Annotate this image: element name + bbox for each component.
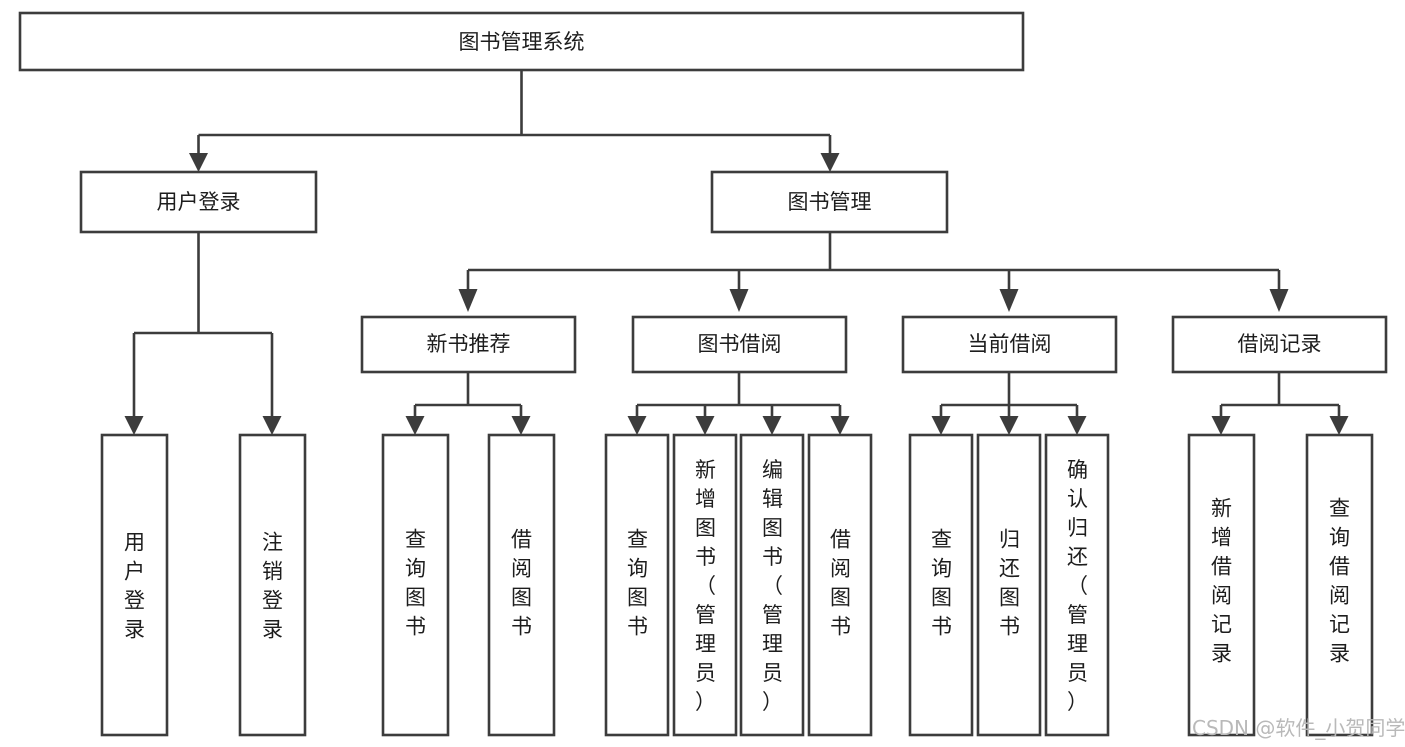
leaf-current-borrow-2-label: 归还图书: [999, 528, 1020, 639]
arrow-record-leaf-1: [1211, 416, 1231, 435]
leaf-new-book-2[interactable]: 借阅图书: [487, 433, 556, 737]
arrow-userlogin-leaf-2: [262, 416, 282, 435]
node-book-manage-label: 图书管理: [788, 190, 872, 214]
node-book-manage-box[interactable]: [710, 170, 949, 234]
leaf-current-borrow-1-label: 查询图书: [931, 528, 952, 639]
node-book-borrow-box[interactable]: [631, 315, 848, 374]
leaf-book-borrow-2-label: 新增图书（管理员）: [695, 458, 716, 714]
node-root[interactable]: 图书管理系统: [18, 11, 1025, 72]
arrow-borrow-leaf-3: [762, 416, 782, 435]
leaf-book-borrow-3-box[interactable]: [739, 433, 805, 737]
leaf-user-login-1-box[interactable]: [100, 433, 169, 737]
leaf-current-borrow-2[interactable]: 归还图书: [976, 433, 1042, 737]
arrow-root-to-book-manage: [820, 153, 840, 172]
leaf-book-borrow-2-box[interactable]: [672, 433, 738, 737]
arrow-bookmanage-child-1: [458, 289, 478, 312]
node-root-label: 图书管理系统: [459, 30, 585, 54]
leaf-new-book-1-label: 查询图书: [405, 528, 426, 639]
arrow-bookmanage-child-2: [729, 289, 749, 312]
arrow-root-to-user-login: [189, 153, 208, 172]
node-current-borrow-box[interactable]: [901, 315, 1118, 374]
leaf-book-borrow-4-label: 借阅图书: [830, 528, 851, 639]
leaf-current-borrow-2-box[interactable]: [976, 433, 1042, 737]
arrow-record-leaf-2: [1329, 416, 1349, 435]
node-user-login[interactable]: 用户登录: [79, 170, 318, 234]
node-new-book-recommend-label: 新书推荐: [427, 332, 511, 356]
arrow-borrow-leaf-1: [627, 416, 647, 435]
leaf-borrow-record-1-label: 新增借阅记录: [1211, 497, 1232, 666]
leaf-book-borrow-1[interactable]: 查询图书: [604, 433, 670, 737]
arrow-newbook-leaf-2: [511, 416, 531, 435]
node-current-borrow[interactable]: 当前借阅: [901, 315, 1118, 374]
leaf-user-login-1-label: 用户登录: [124, 531, 145, 642]
leaf-borrow-record-1-box[interactable]: [1187, 433, 1256, 737]
leaf-borrow-record-2-box[interactable]: [1305, 433, 1374, 737]
node-root-box[interactable]: [18, 11, 1025, 72]
node-borrow-record-box[interactable]: [1171, 315, 1388, 374]
leaf-borrow-record-2[interactable]: 查询借阅记录: [1305, 433, 1374, 737]
node-borrow-record-label: 借阅记录: [1238, 332, 1322, 356]
node-book-manage[interactable]: 图书管理: [710, 170, 949, 234]
arrow-current-leaf-1: [931, 416, 951, 435]
arrow-current-leaf-2: [999, 416, 1019, 435]
leaf-user-login-2-box[interactable]: [238, 433, 307, 737]
leaf-book-borrow-1-label: 查询图书: [627, 528, 648, 639]
leaf-current-borrow-1-box[interactable]: [908, 433, 974, 737]
leaf-book-borrow-4-box[interactable]: [807, 433, 873, 737]
leaf-current-borrow-3[interactable]: 确认归还（管理员）: [1044, 433, 1110, 737]
leaf-new-book-2-label: 借阅图书: [511, 528, 532, 639]
leaf-new-book-1-box[interactable]: [381, 433, 450, 737]
node-user-login-label: 用户登录: [157, 190, 241, 214]
leaf-book-borrow-2[interactable]: 新增图书（管理员）: [672, 433, 738, 737]
leaf-user-login-2[interactable]: 注销登录: [238, 433, 307, 737]
leaf-new-book-2-box[interactable]: [487, 433, 556, 737]
node-book-borrow[interactable]: 图书借阅: [631, 315, 848, 374]
leaf-book-borrow-1-box[interactable]: [604, 433, 670, 737]
arrow-current-leaf-3: [1067, 416, 1087, 435]
leaf-current-borrow-1[interactable]: 查询图书: [908, 433, 974, 737]
csdn-watermark: CSDN @软件_小贺同学: [1192, 716, 1405, 740]
connector-layer: [124, 70, 1349, 435]
arrow-borrow-leaf-2: [695, 416, 715, 435]
leaf-new-book-1[interactable]: 查询图书: [381, 433, 450, 737]
node-new-book-recommend-box[interactable]: [360, 315, 577, 374]
leaf-book-borrow-4[interactable]: 借阅图书: [807, 433, 873, 737]
arrow-borrow-leaf-4: [830, 416, 850, 435]
node-new-book-recommend[interactable]: 新书推荐: [360, 315, 577, 374]
leaf-user-login-2-label: 注销登录: [262, 531, 283, 642]
node-current-borrow-label: 当前借阅: [968, 332, 1052, 356]
arrow-bookmanage-child-3: [999, 289, 1019, 312]
leaf-user-login-1[interactable]: 用户登录: [100, 433, 169, 737]
arrow-userlogin-leaf-1: [124, 416, 144, 435]
leaf-book-borrow-3[interactable]: 编辑图书（管理员）: [739, 433, 805, 737]
node-borrow-record[interactable]: 借阅记录: [1171, 315, 1388, 374]
leaf-current-borrow-3-box[interactable]: [1044, 433, 1110, 737]
arrow-bookmanage-child-4: [1269, 289, 1289, 312]
leaf-borrow-record-1[interactable]: 新增借阅记录: [1187, 433, 1256, 737]
node-book-borrow-label: 图书借阅: [698, 332, 782, 356]
node-user-login-box[interactable]: [79, 170, 318, 234]
leaf-current-borrow-3-label: 确认归还（管理员）: [1067, 458, 1088, 714]
leaf-borrow-record-2-label: 查询借阅记录: [1329, 497, 1350, 666]
arrow-newbook-leaf-1: [405, 416, 425, 435]
leaf-book-borrow-3-label: 编辑图书（管理员）: [762, 458, 783, 714]
